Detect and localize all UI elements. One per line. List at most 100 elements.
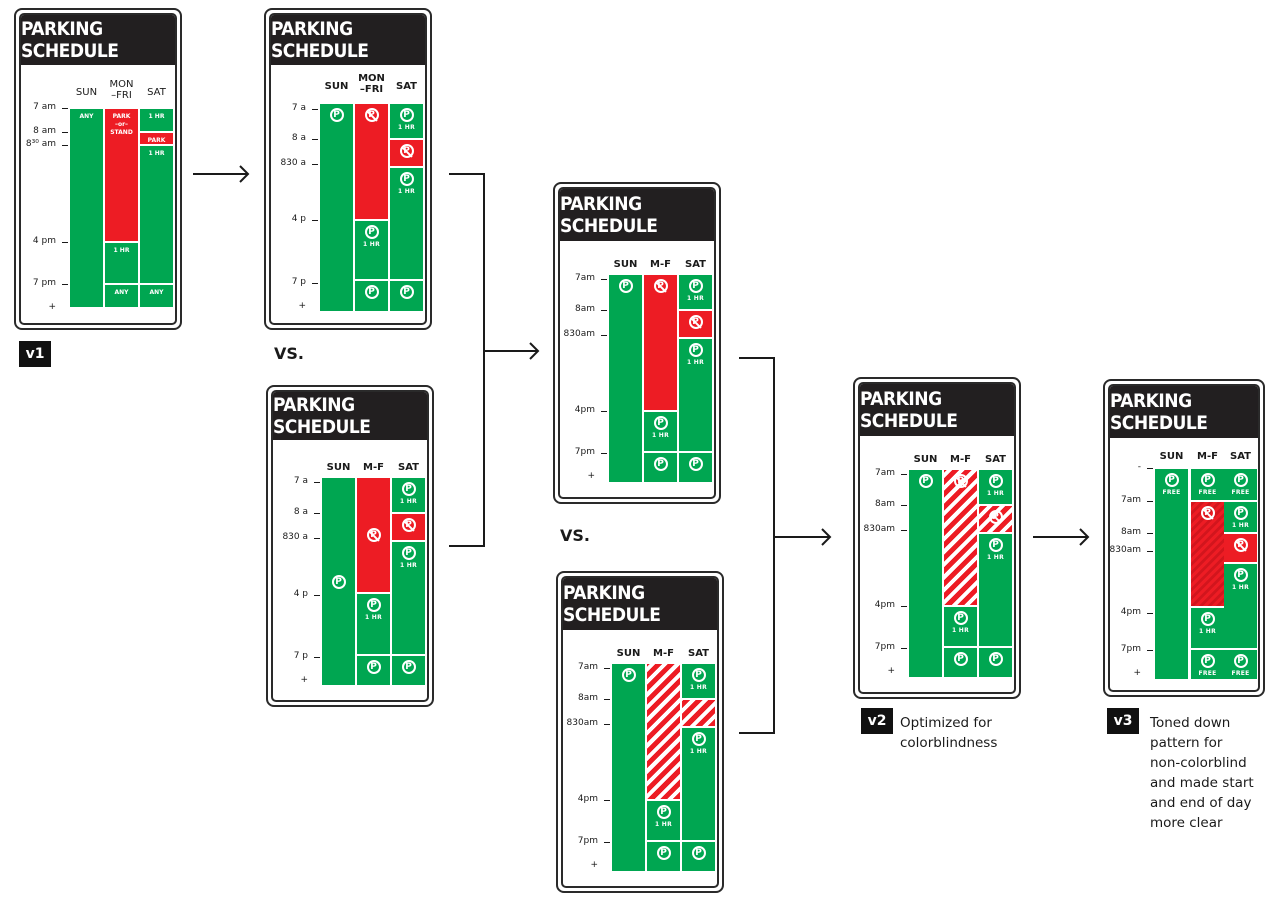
parking-allowed-block: P: [609, 275, 642, 482]
day-header: SAT: [985, 454, 1006, 465]
parking-allowed-block: P: [612, 664, 645, 871]
time-label: 830 a: [280, 158, 306, 168]
day-header: SAT: [398, 462, 419, 473]
parking-icon: P: [1233, 473, 1248, 487]
time-label: 8am: [574, 304, 595, 314]
time-label: +: [48, 302, 56, 312]
time-label: +: [1133, 668, 1141, 678]
day-header: MON –FRI: [358, 73, 385, 95]
time-label: 830 a: [282, 532, 308, 542]
no-parking-icon: P: [988, 510, 1003, 524]
time-tick: [1147, 533, 1153, 534]
time-label: 7am: [874, 468, 895, 478]
parking-icon: P: [988, 538, 1003, 552]
parking-icon: P: [401, 482, 416, 496]
block-label: FREE: [1198, 670, 1217, 677]
time-tick: [312, 109, 318, 110]
time-label: 8am: [577, 693, 598, 703]
vs-label-2: VS.: [560, 526, 590, 545]
time-label: 4 p: [291, 214, 306, 224]
time-tick: [901, 648, 907, 649]
no-parking-icon: P: [364, 108, 379, 122]
block-label: 1 HR: [689, 748, 708, 755]
time-tick: [314, 657, 320, 658]
block-label: 1 HR: [986, 490, 1005, 497]
time-label: 7 a: [291, 103, 306, 113]
time-label: +: [887, 666, 895, 676]
parking-allowed-block: P: [647, 842, 680, 871]
parking-allowed-block: P: [944, 648, 977, 677]
parking-allowed-block: ANY: [70, 109, 103, 307]
parking-allowed-block: P: [682, 842, 715, 871]
sign-title: PARKING SCHEDULE: [21, 15, 175, 65]
time-label: 4 p: [293, 589, 308, 599]
time-tick: [604, 668, 610, 669]
time-label: 830am: [563, 329, 595, 339]
block-text: 1 HR: [148, 150, 165, 157]
day-header: SUN: [616, 648, 641, 659]
parking-icon: P: [691, 732, 706, 746]
time-label: +: [587, 471, 595, 481]
block-label: 1 HR: [651, 432, 670, 439]
parking-icon: P: [988, 652, 1003, 666]
time-tick: [314, 595, 320, 596]
no-parking-block: PARK: [140, 133, 173, 144]
time-label: 7pm: [1120, 644, 1141, 654]
time-tick: [901, 505, 907, 506]
parking-allowed-block: P: [322, 478, 355, 685]
vs-label-1: VS.: [274, 344, 304, 363]
parking-icon: P: [618, 279, 633, 293]
time-tick: [312, 283, 318, 284]
no-parking-block: P: [679, 311, 712, 337]
time-label: +: [300, 675, 308, 685]
sign-title: PARKING SCHEDULE: [560, 189, 714, 241]
time-tick: [604, 842, 610, 843]
day-header: SUN: [326, 462, 351, 473]
parking-allowed-block: P: [390, 281, 423, 311]
parking-icon: P: [691, 846, 706, 860]
day-header: M-F: [650, 259, 671, 270]
block-label: FREE: [1231, 489, 1250, 496]
time-tick: [901, 606, 907, 607]
time-tick: [1147, 613, 1153, 614]
parking-icon: P: [653, 457, 668, 471]
caption-v3: Toned down pattern for non-colorblind an…: [1150, 713, 1254, 833]
parking-icon: P: [329, 108, 344, 122]
time-label: 7pm: [874, 642, 895, 652]
no-parking-block: P: [355, 104, 388, 219]
parking-icon: P: [366, 598, 381, 612]
time-tick: [312, 220, 318, 221]
parking-icon: P: [399, 285, 414, 299]
time-tick: [601, 335, 607, 336]
block-text: 1 HR: [113, 247, 130, 254]
no-parking-icon: P: [401, 518, 416, 532]
time-label: 7 p: [291, 277, 306, 287]
block-label: FREE: [1162, 489, 1181, 496]
no-parking-block: P: [392, 514, 425, 540]
time-label: 830am: [566, 718, 598, 728]
block-label: 1 HR: [689, 684, 708, 691]
sign-title: PARKING SCHEDULE: [273, 392, 427, 440]
parking-allowed-block: P: [357, 656, 390, 685]
sign-title: PARKING SCHEDULE: [860, 384, 1014, 436]
day-header: SUN: [1159, 451, 1184, 462]
time-label: 4 pm: [32, 236, 56, 246]
day-header: SAT: [396, 81, 417, 92]
time-tick: [901, 474, 907, 475]
caption-v2: Optimized for colorblindness: [900, 713, 997, 753]
time-label: 7 a: [293, 476, 308, 486]
caption-v2-line: Optimized for: [900, 715, 992, 731]
no-parking-block: P: [1224, 534, 1257, 562]
parking-icon: P: [399, 172, 414, 186]
block-label: 1 HR: [364, 614, 383, 621]
caption-v2-line: colorblindness: [900, 735, 998, 751]
day-header: SAT: [147, 87, 166, 98]
time-tick: [604, 800, 610, 801]
